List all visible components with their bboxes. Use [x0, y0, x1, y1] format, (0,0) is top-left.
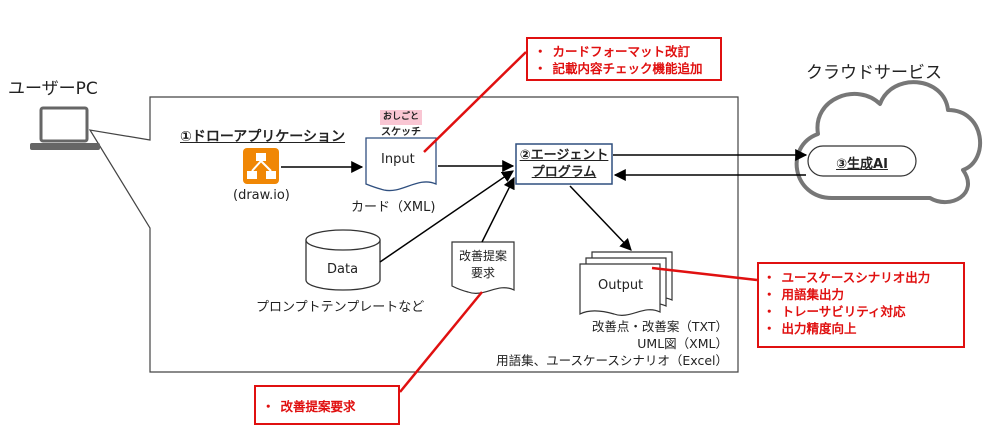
output-caption-0: 改善点・改善案（TXT） [591, 319, 728, 334]
data-caption: プロンプトテンプレートなど [256, 300, 425, 315]
data-cylinder-shape [305, 229, 381, 291]
data-label: Data [327, 262, 359, 277]
drawio-caption: (draw.io) [233, 188, 290, 203]
callout-line-bottom [399, 291, 483, 393]
request-line2: 要求 [470, 266, 495, 280]
note-right-item: ユースケースシナリオ出力 [763, 269, 963, 286]
cloud-label: クラウドサービス [806, 63, 942, 83]
card-logo: おしごと スケッチ [368, 110, 434, 140]
note-bottom: 改善提案要求 [254, 385, 400, 425]
output-caption-2: 用語集、ユースケースシナリオ（Excel） [496, 353, 728, 368]
note-right-item: 出力精度向上 [763, 320, 963, 337]
agent-line2: プログラム [531, 165, 597, 180]
note-bottom-item: 改善提案要求 [262, 398, 398, 415]
ai-box: ③生成AI [836, 157, 888, 172]
callout-line-top [423, 51, 527, 153]
agent-box-shape [515, 143, 613, 185]
note-top-item: 記載内容チェック機能追加 [534, 60, 720, 77]
arrow-agent-to-output [569, 185, 632, 251]
card-caption: カード（XML) [351, 200, 436, 215]
callout-line-right [651, 266, 758, 282]
card-logo-top: おしごと [368, 110, 434, 125]
note-top: カードフォーマット改訂 記載内容チェック機能追加 [526, 37, 722, 81]
input-doc-label: Input [381, 152, 415, 167]
ai-box-shape [807, 145, 917, 177]
arrow-data-to-agent [379, 170, 514, 263]
request-document-shape [451, 241, 515, 294]
arrow-request-to-agent [481, 176, 515, 243]
output-doc-label: Output [598, 278, 644, 293]
output-caption-1: UML図（XML） [637, 336, 728, 351]
output-captions: 改善点・改善案（TXT） UML図（XML） 用語集、ユースケースシナリオ（Ex… [496, 318, 728, 369]
note-top-item: カードフォーマット改訂 [534, 43, 720, 60]
note-right-item: トレーサビリティ対応 [763, 303, 963, 320]
output-document-stack [579, 251, 673, 316]
note-right-item: 用語集出力 [763, 286, 963, 303]
drawio-title: ①ドローアプリケーション [180, 129, 346, 145]
laptop-icon [30, 106, 100, 150]
agent-box: ②エージェント プログラム [516, 147, 612, 181]
cloud-shape [794, 80, 982, 204]
note-right: ユースケースシナリオ出力 用語集出力 トレーサビリティ対応 出力精度向上 [757, 262, 965, 348]
drawio-icon [243, 148, 279, 184]
pc-label: ユーザーPC [8, 79, 98, 99]
request-doc: 改善提案 要求 [452, 248, 514, 282]
request-line1: 改善提案 [458, 249, 507, 263]
agent-line1: ②エージェント [519, 148, 609, 163]
card-logo-bottom: スケッチ [381, 127, 421, 138]
input-document-shape [365, 137, 437, 192]
